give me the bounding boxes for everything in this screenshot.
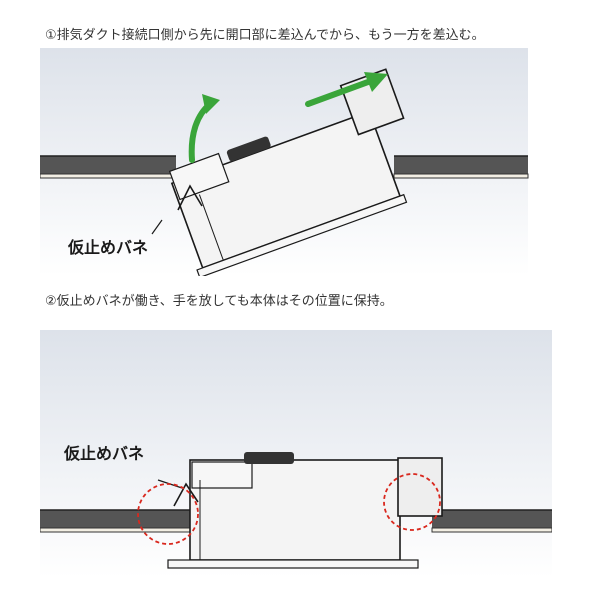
terminal-box [168, 152, 230, 201]
step1-svg [40, 48, 529, 276]
temporary-spring [173, 482, 199, 507]
temporary-spring [177, 184, 203, 211]
cable-clamp [226, 136, 271, 162]
mounting-flange [167, 559, 419, 569]
highlight-circle-right [383, 473, 441, 531]
highlight-circle-left [137, 483, 199, 545]
terminal-box [191, 461, 253, 489]
straight-arrow-head [364, 72, 388, 92]
step2-illustration [40, 330, 552, 578]
ceiling-board-left [40, 509, 191, 533]
fan-body-tilted [168, 68, 408, 276]
step2-svg [40, 330, 552, 578]
ceiling-board-left [40, 155, 177, 179]
fan-body-level [167, 452, 443, 569]
ceiling-board-right [393, 155, 529, 179]
mounting-flange [196, 193, 408, 276]
exhaust-duct-port [397, 457, 443, 517]
cable-clamp [244, 452, 294, 464]
straight-arrow-icon [305, 79, 371, 107]
ceiling-board-right [431, 509, 552, 533]
step2-caption: ②仮止めバネが働き、手を放しても本体はその位置に保持。 [45, 294, 393, 309]
step1-spring-label: 仮止めバネ [68, 238, 149, 257]
step1-caption: ①排気ダクト接続口側から先に開口部に差込んでから、もう一方を差込む。 [45, 28, 485, 43]
curved-arrow-head [202, 94, 220, 114]
step1-illustration [40, 48, 552, 276]
spring-leader-line [151, 219, 163, 235]
step2-spring-label: 仮止めバネ [64, 444, 145, 463]
